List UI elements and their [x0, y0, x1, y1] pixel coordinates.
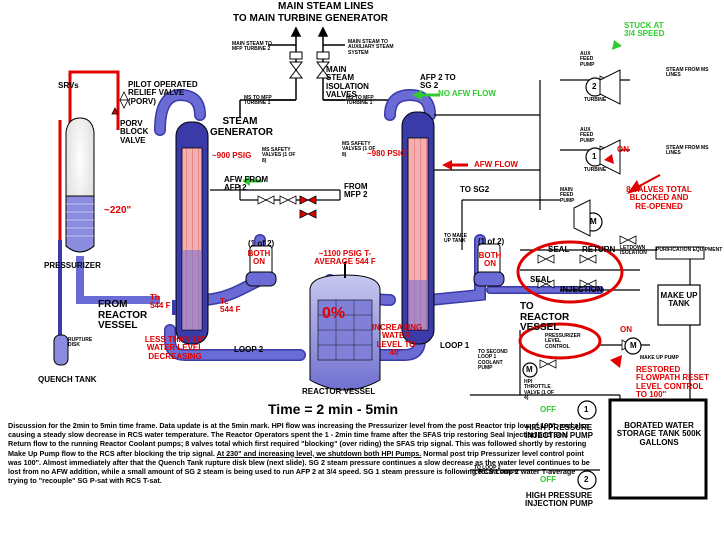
turbine-label-2: TURBINE [584, 167, 607, 173]
discussion-underlined: At 230" and increasing level, we shutdow… [216, 448, 422, 458]
to-make-up-tank: TO MAKE UP TANK [444, 233, 467, 245]
make-up-tank [657, 284, 701, 326]
porv-label: PILOT OPERATED RELIEF VALVE (PORV) [128, 80, 198, 106]
no-afw-flow: NO AFW FLOW [438, 89, 496, 98]
main-steam-title: MAIN STEAM LINES [278, 1, 374, 12]
rcp-one-of-two-left: (1 of 2) [248, 239, 275, 248]
rcp-one-of-two-right: (1 of 2) [478, 237, 505, 246]
rcs-pressure: ~1100 PSIG T-AVERAGE 544 F [314, 249, 376, 267]
pressure-right: ~980 PSIG [367, 149, 407, 158]
pzr-level-value: ~220" [104, 205, 132, 216]
seal-inj-label: SEAL [530, 275, 552, 284]
from-reactor-vessel: FROM REACTOR VESSEL [98, 299, 148, 331]
letdown-label: LETDOWN ISOLATION [620, 245, 647, 257]
surge-line [76, 256, 160, 304]
to-loop2-pumps: TO LOOP 2 COOLANT PUMPS [474, 465, 518, 477]
pump-1-num: 1 [584, 405, 589, 414]
main-feed-pump: MAIN FEED PUMP [560, 187, 575, 204]
purification-box [655, 246, 705, 260]
main-feed-pump-m: M [590, 217, 597, 226]
steam-generator-left [172, 121, 209, 345]
reactor-vessel [309, 262, 381, 391]
hpi-pump-2-label: HIGH PRESSURE INJECTION PUMP [524, 491, 593, 509]
steam-gen-label: STEAM GENERATOR [210, 116, 273, 138]
hpi-pump-1-label: HIGH PRESSURE INJECTION PUMP [524, 423, 593, 441]
to-turbine-title: TO MAIN TURBINE GENERATOR [233, 13, 389, 24]
pressure-left: ~900 PSIG [212, 151, 252, 160]
ms-safety-right: MS SAFETY VALVES (1 OF 8) [342, 141, 376, 158]
injection-label: INJECTION [560, 285, 603, 294]
from-mfp2: FROM MFP 2 [344, 182, 368, 200]
porv-block-label: PORV BLOCK VALVE [120, 119, 149, 145]
hpi-throttle-m: M [526, 365, 533, 374]
both-on-left: BOTH ON [247, 249, 271, 267]
msiv-label: MAIN STEAM ISOLATION VALVES [326, 65, 369, 100]
aux-pump-2-num: 2 [592, 82, 597, 91]
srvs-label: SRVs [58, 81, 79, 90]
pump-2-num: 2 [584, 475, 589, 484]
msiv-valves [289, 51, 330, 79]
ms-mfp2-label: MAIN STEAM TO MFP TURBINE 2 [232, 41, 272, 53]
return-label: RETURN [582, 245, 616, 254]
core-level: 0% [322, 305, 346, 322]
on-pump: ON [620, 325, 632, 334]
arrows [242, 40, 661, 368]
ms-mfp1-right-label: MS TO MFP TURBINE 1 [346, 95, 374, 107]
tc-value: Tc 544 F [220, 297, 241, 315]
time-frame-label: Time = 2 min - 5min [268, 401, 399, 417]
aux-feed-pump-mid: AUX FEED PUMP [580, 127, 595, 144]
to-reactor-vessel: TO REACTOR VESSEL [520, 301, 570, 333]
th-value: Th 544 F [150, 293, 171, 311]
rupture-disk: RUPTURE DISK [68, 337, 93, 349]
discussion-text: Discussion for the 2min to 5min time fra… [8, 421, 592, 485]
pressurizer-label: PRESSURIZER [44, 261, 101, 270]
sg1-level-note: INCREASING WATER LEVEL TO 40" [372, 323, 423, 358]
off-2: OFF [540, 475, 556, 484]
afw-from-afp2: AFW FROM AFP 2 [224, 175, 268, 193]
loop1-label: LOOP 1 [440, 341, 470, 350]
red-circles [516, 240, 624, 360]
make-up-pump-num: M [630, 341, 637, 350]
off-1: OFF [540, 405, 556, 414]
make-up-pump: MAKE UP PUMP [640, 355, 679, 361]
hpi-throttle: HPI THROTTLE VALVE (1 OF 4) [524, 379, 555, 401]
steam-from-ms-top: STEAM FROM MS LINES [666, 67, 709, 79]
steam-generator-right [401, 111, 435, 345]
aux-pump-1-num: 1 [592, 152, 597, 161]
steam-from-ms-mid: STEAM FROM MS LINES [666, 145, 709, 157]
ms-aux-label: MAIN STEAM TO AUXILIARY STEAM SYSTEM [348, 39, 394, 56]
eight-valves-note: 8 VALVES TOTAL BLOCKED AND RE-OPENED [626, 185, 692, 211]
bwst-tank [608, 398, 708, 500]
on-mid: ON [617, 145, 629, 154]
reactor-vessel-label: REACTOR VESSEL [302, 387, 376, 396]
discussion-part-2: Normal post trip Pressurizer level contr… [8, 448, 590, 486]
afp2-to-sg2: AFP 2 TO SG 2 [420, 73, 456, 91]
rcp-left [245, 245, 277, 287]
quench-tank [53, 334, 69, 366]
sg2-level-note: LESS THAN 16" WATER LEVEL DECREASING [144, 335, 206, 361]
turbine-label-1: TURBINE [584, 97, 607, 103]
rcp-right [473, 243, 505, 287]
stuck-at-speed: STUCK AT 3/4 SPEED [624, 21, 665, 39]
afw-flow: AFW FLOW [474, 160, 518, 169]
loop2-label: LOOP 2 [234, 345, 264, 354]
purification-label: PURIFICATION EQUIPMENT [656, 247, 723, 253]
both-on-right: BOTH ON [478, 251, 502, 269]
to-sg2-label: TO SG2 [460, 185, 490, 194]
bwst-label: BORATED WATER STORAGE TANK 500K GALLONS [616, 421, 702, 447]
pzr-level-control: PRESSURIZER LEVEL CONTROL [545, 333, 581, 350]
pressurizer-vessel [65, 117, 95, 253]
make-up-tank-label: MAKE UP TANK [660, 291, 698, 309]
ms-safety-left: MS SAFETY VALVES (1 OF 8) [262, 147, 296, 164]
discussion-part-1: Discussion for the 2min to 5min time fra… [8, 421, 589, 458]
restored-note: RESTORED FLOWPATH RESET LEVEL CONTROL TO… [636, 365, 710, 400]
aux-feed-pump-top: AUX FEED PUMP [580, 51, 595, 68]
quench-tank-label: QUENCH TANK [38, 375, 97, 384]
seal-label: SEAL [548, 245, 570, 254]
ms-mfp1-left-label: MS TO MFP TURBINE 1 [244, 95, 272, 107]
to-second-loop1: TO SECOND LOOP 1 COOLANT PUMP [478, 349, 508, 371]
